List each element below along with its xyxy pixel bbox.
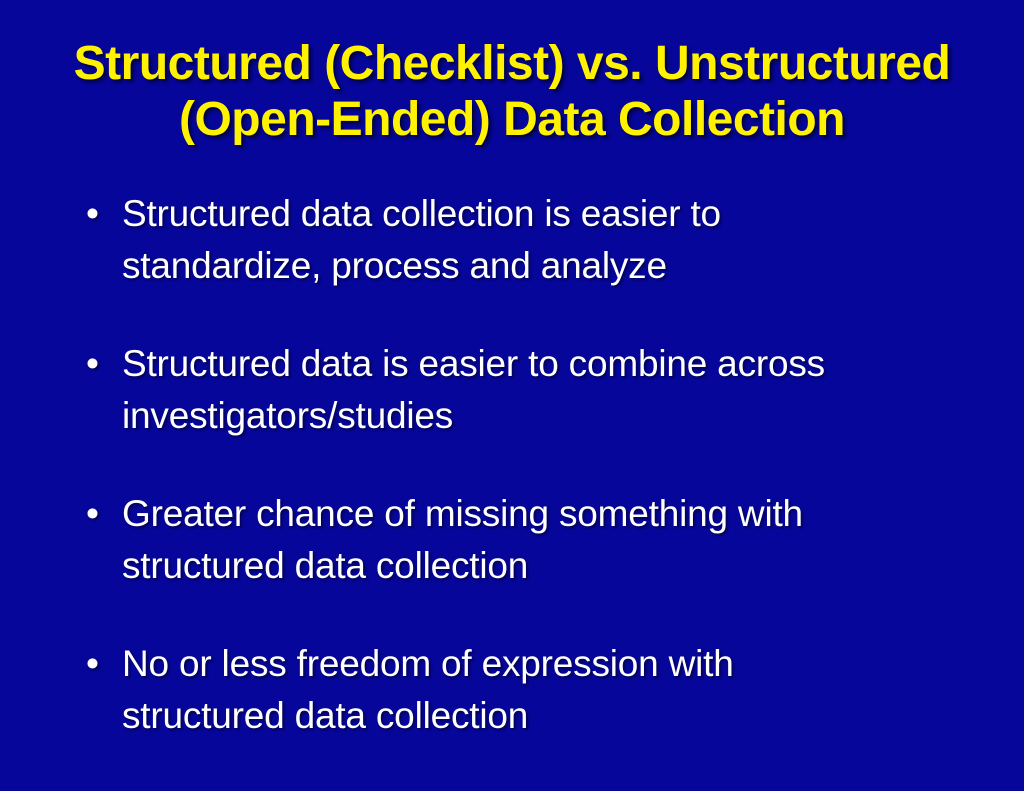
list-item: • No or less freedom of expression with … — [86, 638, 984, 742]
bullet-text: No or less freedom of expression with st… — [122, 643, 734, 736]
bullet-text: Structured data collection is easier to … — [122, 193, 721, 286]
list-item: • Structured data is easier to combine a… — [86, 338, 984, 442]
bullet-text: Greater chance of missing something with… — [122, 493, 803, 586]
slide: Structured (Checklist) vs. Unstructured … — [0, 36, 1024, 791]
list-item: • Greater chance of missing something wi… — [86, 488, 984, 592]
bullet-icon: • — [86, 343, 99, 384]
bullet-list: • Structured data collection is easier t… — [0, 188, 1024, 742]
bullet-icon: • — [86, 643, 99, 684]
bullet-icon: • — [86, 193, 99, 234]
list-item: • Structured data collection is easier t… — [86, 188, 984, 292]
bullet-text: Structured data is easier to combine acr… — [122, 343, 825, 436]
page-title: Structured (Checklist) vs. Unstructured … — [73, 37, 951, 146]
bullet-icon: • — [86, 493, 99, 534]
